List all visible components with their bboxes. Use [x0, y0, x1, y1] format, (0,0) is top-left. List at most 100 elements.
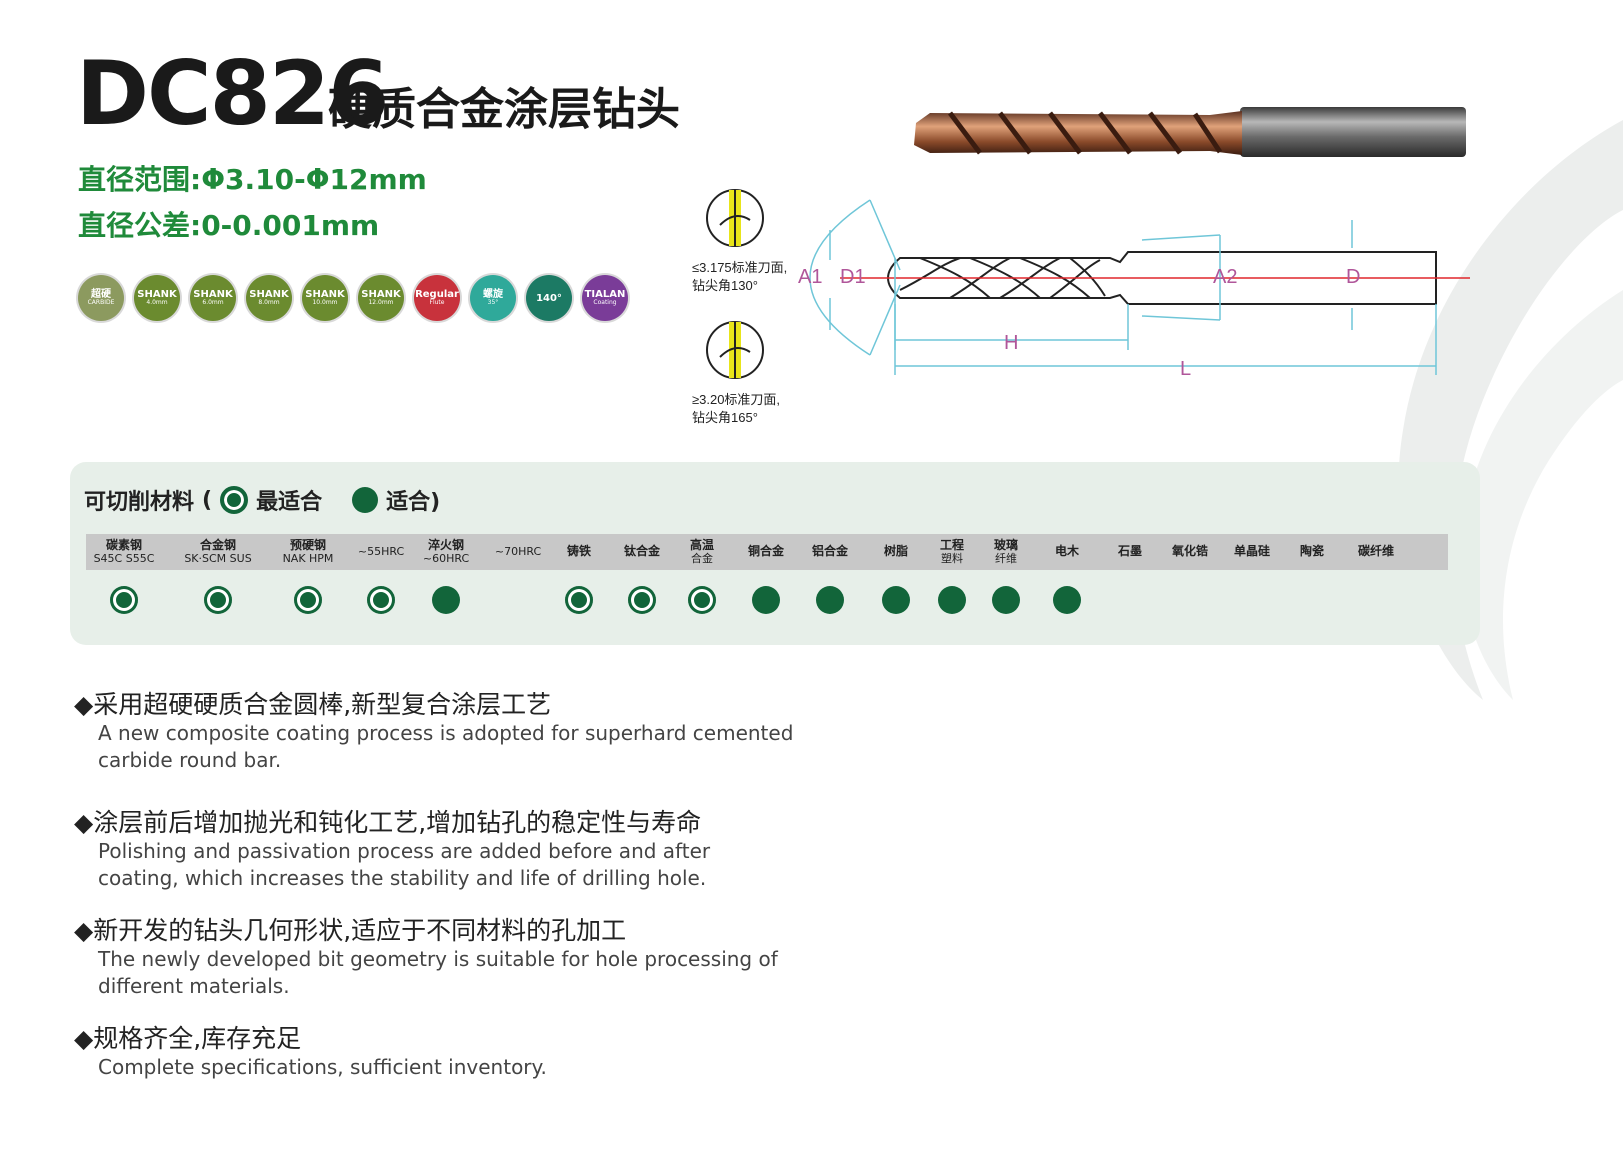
material-label-4: 淬火钢~60HRC	[406, 534, 486, 570]
feature-zh: ◆新开发的钻头几何形状,适应于不同材料的孔加工	[74, 916, 627, 945]
diameter-range: 直径范围:Φ3.10-Φ12mm	[78, 163, 427, 196]
material-label-11: 树脂	[856, 534, 936, 570]
badge-line2: 10.0mm	[312, 299, 338, 307]
feature-en: Complete specifications, sufficient inve…	[98, 1055, 547, 1079]
label-l: L	[1180, 358, 1191, 380]
material-sub: SK·SCM SUS	[184, 551, 252, 565]
product-name: 硬质合金涂层钻头	[328, 84, 680, 135]
drill-dimension-diagram: ≤3.175标准刀面, 钻尖角130° ≥3.20标准刀面, 钻尖角165° A…	[692, 189, 1470, 425]
badge-line1: SHANK	[137, 289, 177, 301]
badge-line1: Regular	[415, 289, 459, 301]
badge-line1: SHANK	[305, 289, 345, 301]
product-model: DC826	[76, 42, 389, 145]
material-name: 碳素钢	[105, 537, 142, 552]
badge-line2: Coating	[593, 299, 617, 307]
best-fit-dot	[367, 586, 395, 614]
label-h: H	[1004, 332, 1018, 354]
badge-line2: 4.0mm	[146, 299, 168, 307]
material-name: 淬火钢	[427, 537, 464, 552]
diameter-tolerance: 直径公差:0-0.001mm	[78, 209, 380, 242]
material-name: 钛合金	[623, 544, 660, 559]
feature-en: Polishing and passivation process are ad…	[98, 839, 711, 890]
best-fit-dot	[294, 586, 322, 614]
material-label-17: 单晶硅	[1212, 534, 1292, 570]
badge-line1: SHANK	[193, 289, 233, 301]
best-fit-dot	[688, 586, 716, 614]
feature-zh: ◆涂层前后增加抛光和钝化工艺,增加钻孔的稳定性与寿命	[74, 808, 702, 837]
best-fit-dot	[565, 586, 593, 614]
material-sub: 塑料	[941, 551, 963, 565]
material-label-9: 铜合金	[726, 534, 806, 570]
suitable-dot	[1053, 586, 1081, 614]
material-name: 氧化锆	[1171, 544, 1208, 559]
suitable-dot	[752, 586, 780, 614]
label-a1: A1	[798, 266, 822, 288]
badge-line1: SHANK	[361, 289, 401, 301]
best-fit-dot	[110, 586, 138, 614]
background-swoosh	[1398, 120, 1623, 700]
material-sub: ~60HRC	[422, 551, 470, 565]
badge-line2: 12.0mm	[368, 299, 394, 307]
material-name: 合金钢	[199, 537, 236, 552]
suitable-dot	[432, 586, 460, 614]
drill-product-image	[914, 107, 1466, 157]
materials-title: 可切削材料	[84, 490, 195, 515]
material-label-7: 钛合金	[602, 534, 682, 570]
badge-line1: SHANK	[249, 289, 289, 301]
material-label-14: 电木	[1027, 534, 1107, 570]
badge-line2: 6.0mm	[202, 299, 224, 307]
tip-note-1b: 钻尖角130°	[692, 278, 758, 293]
tip-view-165	[706, 321, 764, 379]
material-name: 树脂	[883, 544, 908, 559]
badge-line1: 超硬	[91, 289, 111, 301]
label-d: D	[1346, 266, 1360, 288]
material-sub: NAK HPM	[282, 551, 334, 565]
suitable-dot	[816, 586, 844, 614]
material-name: 陶瓷	[1299, 544, 1324, 559]
material-name: 预硬钢	[289, 537, 326, 552]
suitable-dot	[992, 586, 1020, 614]
materials-legend: 可切削材料 ( 最适合 适合)	[84, 484, 440, 516]
feature-item: ◆采用超硬硬质合金圆棒,新型复合涂层工艺 A new composite coa…	[74, 690, 794, 774]
badge-8: 140°	[526, 275, 572, 321]
feature-zh: ◆规格齐全,库存充足	[74, 1024, 302, 1053]
feature-en: A new composite coating process is adopt…	[98, 721, 794, 772]
badge-line2: 35°	[487, 299, 499, 307]
material-sub: ~70HRC	[494, 544, 542, 558]
material-name: 工程	[939, 537, 964, 552]
best-fit-icon	[220, 486, 249, 514]
badge-line1: TIALAN	[584, 289, 626, 301]
tip-note-2b: 钻尖角165°	[692, 410, 758, 425]
material-name: 铜合金	[747, 544, 784, 559]
material-label-15: 石墨	[1090, 534, 1170, 570]
label-d1: D1	[840, 266, 866, 288]
tip-note-1a: ≤3.175标准刀面,	[692, 260, 787, 275]
suitable-dot	[882, 586, 910, 614]
tip-note-2a: ≥3.20标准刀面,	[692, 392, 780, 407]
material-name: 铸铁	[566, 544, 591, 559]
material-name: 单晶硅	[1233, 544, 1270, 559]
best-fit-dot	[204, 586, 232, 614]
material-sub: ~55HRC	[357, 544, 405, 558]
best-fit-dot	[628, 586, 656, 614]
material-label-18: 陶瓷	[1272, 534, 1352, 570]
badge-line2: 8.0mm	[258, 299, 280, 307]
feature-en: The newly developed bit geometry is suit…	[98, 947, 778, 998]
suitable-icon	[352, 487, 379, 513]
material-name: 高温	[689, 537, 714, 552]
legend-paren: (	[202, 487, 213, 513]
material-name: 玻璃	[993, 537, 1018, 552]
material-label-12: 工程塑料	[912, 534, 992, 570]
